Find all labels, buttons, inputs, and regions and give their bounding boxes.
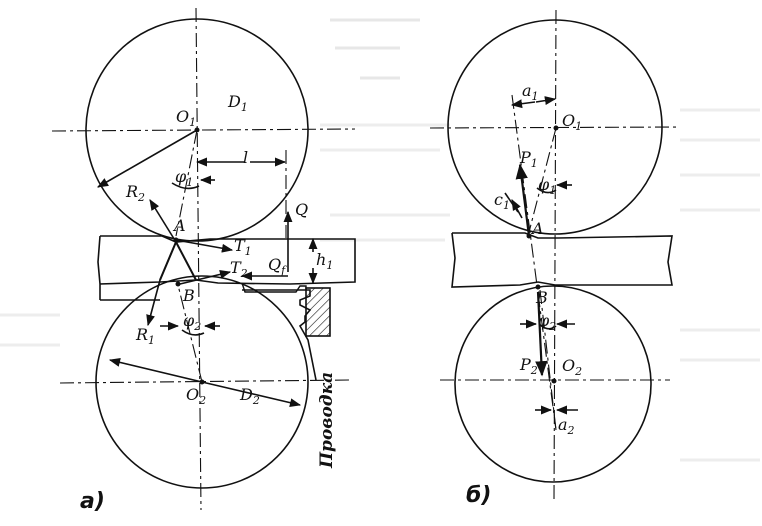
label-q: Q [295,200,308,219]
label-phi1-a: φ1 [175,167,193,189]
label-b-a: B [182,286,195,305]
angle-arc-phi1-b [536,187,557,194]
figure-a [51,7,356,511]
d2-dimension [108,357,203,383]
radial-line-o1-b [527,127,557,237]
caption-a: a) [80,489,105,514]
label-c1: c1 [494,190,510,212]
label-t1: T1 [234,236,252,258]
label-phi2-b: φ2 [538,311,556,333]
radial-line-o2-b [539,289,557,431]
label-guide: Проводка [317,372,337,469]
label-a2: a2 [558,415,575,437]
label-a-b: A [530,219,544,238]
label-o1-b: O1 [562,111,582,133]
label-a-a: A [172,216,186,235]
label-phi2-a: φ2 [183,311,201,333]
strip-a [97,235,356,300]
radial-line-o1-a [175,129,198,237]
label-p1: P1 [519,148,538,170]
force-r1 [146,279,161,327]
label-t2: T2 [230,258,248,280]
figure-b [429,9,681,501]
lower-roll-b [454,285,652,483]
label-l: l [243,148,248,167]
lower-roll-a [95,275,309,489]
guide-body [242,289,317,381]
vertical-axis-a [195,7,202,511]
label-b-b: B [535,288,548,307]
upper-roll-a [85,18,309,242]
angle-arc-phi2-b [539,324,557,330]
center-points [173,125,559,385]
angle-arc-phi2-a [181,329,205,336]
radial-line-o2-a [177,284,203,383]
label-h1: h1 [316,250,333,272]
a1-arrow-left [510,99,536,109]
guide-support-hatch [305,287,331,337]
force-t1 [175,239,234,253]
label-o2-b: O2 [562,356,582,378]
label-qf: Qf [268,255,287,277]
force-p1 [515,163,531,237]
force-line-b [511,94,557,431]
strip-b [451,232,673,288]
horizontal-axis-o1-a [51,128,356,132]
label-o1-a: O1 [176,107,196,129]
label-a1: a1 [522,81,539,103]
label-d1-a: D1 [227,92,248,114]
a1-arrow-right [535,96,557,105]
force-t2 [179,269,232,285]
bleed-through-text [0,18,760,462]
label-p2: P2 [519,355,538,377]
label-phi1-b: φ1 [538,175,556,197]
d1-dimension [97,129,198,188]
d2-dimension-right [201,381,302,408]
angle-arc-phi1-a [171,182,200,190]
label-d2-a: D2 [239,385,260,407]
label-o2-a: O2 [186,385,206,407]
label-r1: R1 [135,325,155,347]
horizontal-axis-o2-a [59,379,351,384]
force-p2 [535,291,548,377]
force-r2 [149,199,177,243]
caption-b: б) [466,483,491,508]
label-r2: R2 [125,182,145,204]
